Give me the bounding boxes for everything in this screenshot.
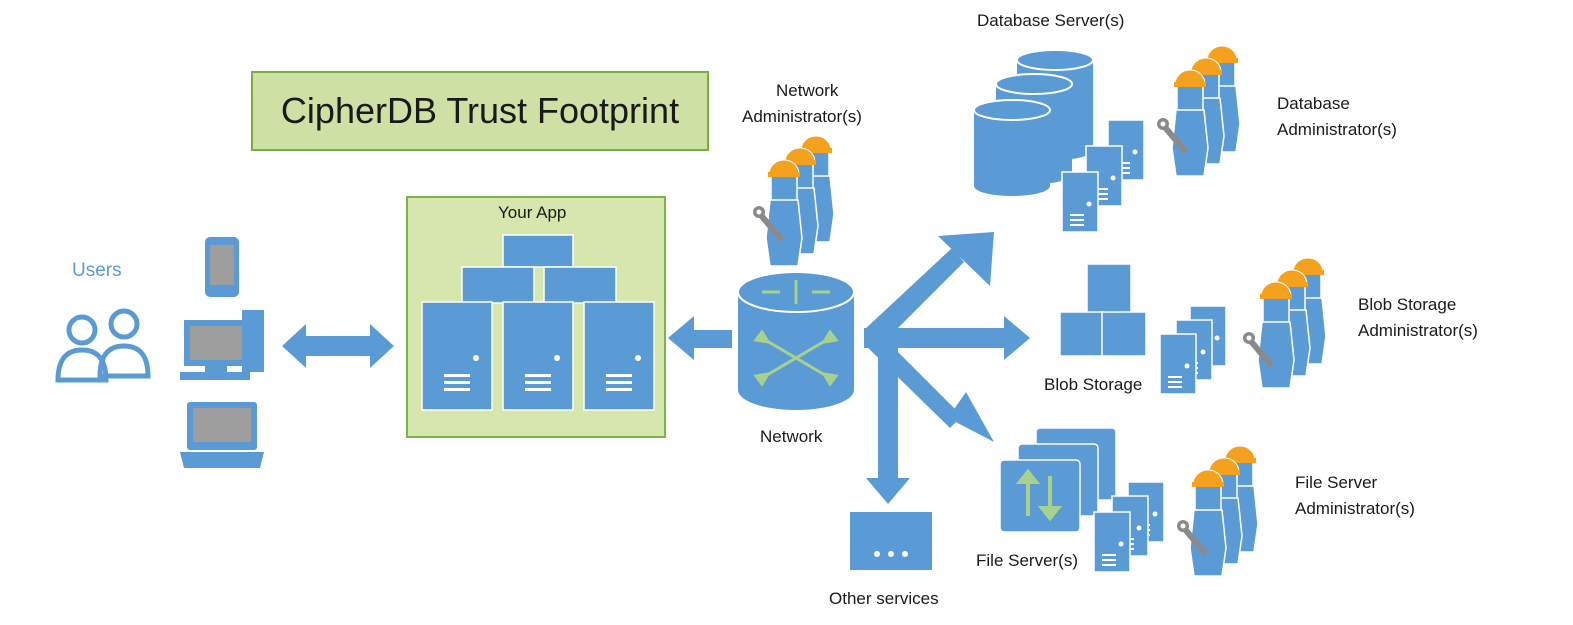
file-server-icon <box>999 427 1165 573</box>
laptop-icon <box>180 402 264 468</box>
network-admin-label-line2: Administrator(s) <box>742 107 862 126</box>
users-icon <box>55 308 151 383</box>
file-servers-label: File Server(s) <box>976 551 1079 570</box>
database-admin-icon <box>1157 45 1241 177</box>
database-admin-label-line2: Administrator(s) <box>1277 120 1397 139</box>
network-admin-label-line1: Network <box>776 81 839 100</box>
network-admin-icon <box>753 135 835 267</box>
file-admin-label-line1: File Server <box>1295 473 1378 492</box>
other-services-icon <box>850 512 932 570</box>
database-admin-label-line1: Database <box>1277 94 1350 113</box>
title-box: CipherDB Trust Footprint <box>251 71 709 151</box>
diagram-title: CipherDB Trust Footprint <box>280 90 680 131</box>
network-app-arrow <box>668 316 732 360</box>
network-label: Network <box>760 427 823 446</box>
server-cluster-icon <box>421 234 655 411</box>
users-app-arrow <box>282 324 394 368</box>
your-app-label: Your App <box>498 203 567 222</box>
other-services-label: Other services <box>829 589 939 608</box>
blob-storage-label: Blob Storage <box>1044 375 1143 394</box>
phone-icon <box>205 237 239 297</box>
database-icon <box>973 49 1145 233</box>
file-admin-icon <box>1177 445 1259 577</box>
file-admin-label-line2: Administrator(s) <box>1295 499 1415 518</box>
blob-admin-icon <box>1243 257 1327 389</box>
blob-storage-icon <box>1059 263 1227 395</box>
blob-admin-label-line1: Blob Storage <box>1358 295 1457 314</box>
router-icon <box>737 271 855 410</box>
database-servers-label: Database Server(s) <box>977 11 1125 30</box>
users-label: Users <box>72 260 122 281</box>
network-fanout-arrows <box>864 232 1030 504</box>
desktop-icon <box>180 310 264 380</box>
blob-admin-label-line2: Administrator(s) <box>1358 321 1478 340</box>
